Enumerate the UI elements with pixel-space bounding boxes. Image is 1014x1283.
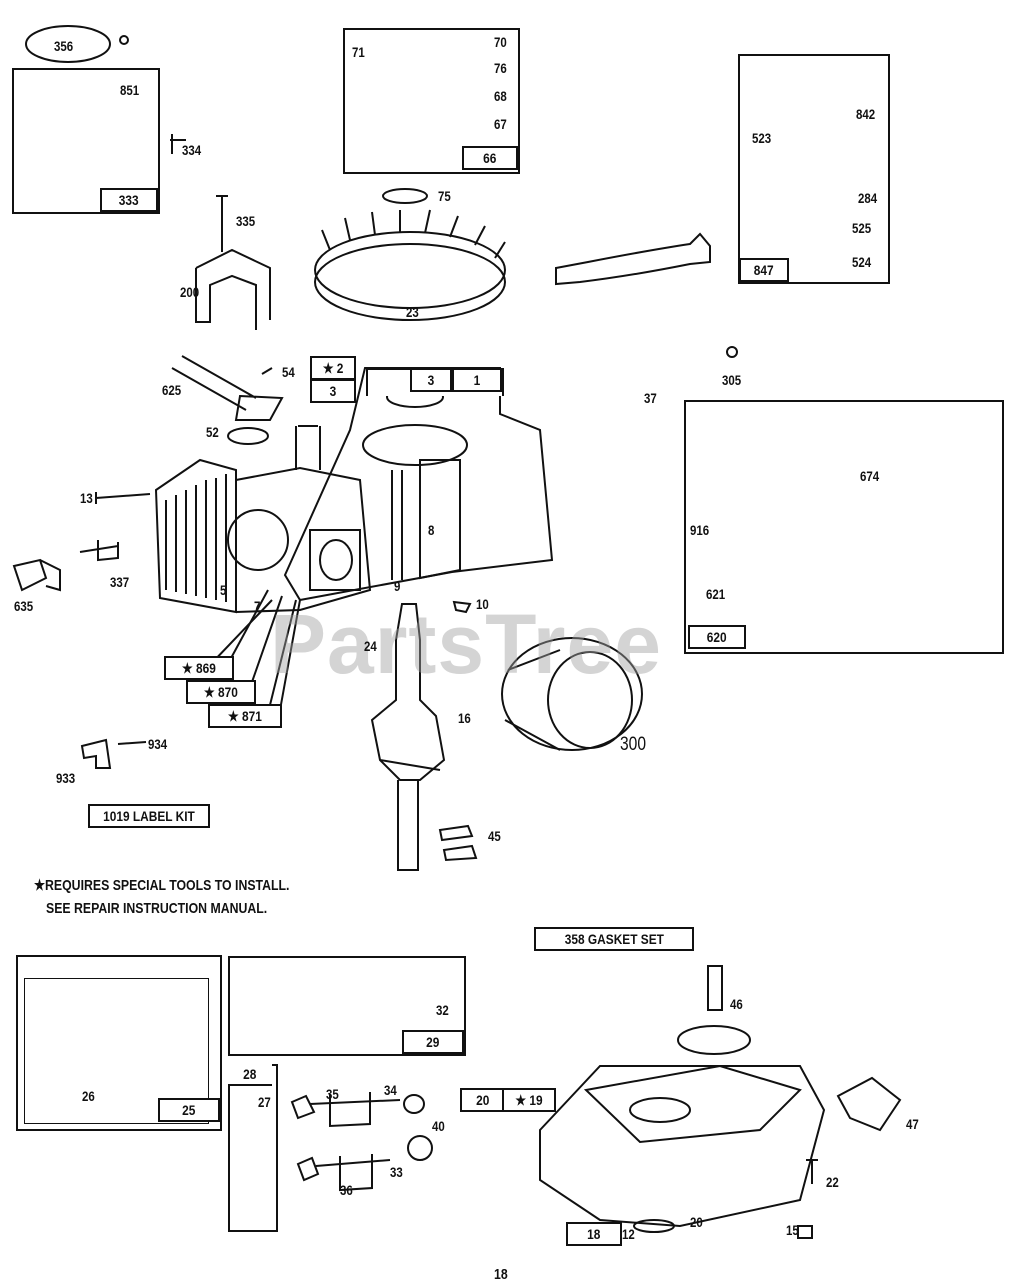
callout-34: 34 [384,1082,397,1098]
tag-847: 847 [739,258,789,282]
callout-5: 5 [220,582,227,598]
callout-305: 305 [722,372,742,388]
callout-33: 33 [390,1164,403,1180]
tag-871: ★ 871 [208,704,282,728]
bracket-drawing [195,248,271,330]
callout-13: 13 [80,490,93,506]
special-tools-note-line1: ★REQUIRES SPECIAL TOOLS TO INSTALL. [34,877,290,894]
callout-851: 851 [120,82,140,98]
callout-45: 45 [488,828,501,844]
callout-300: 300 [620,734,646,755]
tag-19: ★ 19 [502,1088,556,1112]
callout-23: 23 [406,304,419,320]
oil-sump-drawing [539,1065,826,1228]
callout-75: 75 [438,188,451,204]
callout-524: 524 [852,254,872,270]
callout-54: 54 [282,364,295,380]
callout-71: 71 [352,44,365,60]
valve-drawing [290,1094,401,1120]
callout-15: 15 [786,1222,799,1238]
tag-869: ★ 869 [164,656,234,680]
callout-916: 916 [690,522,710,538]
callout-47: 47 [906,1116,919,1132]
callout-334: 334 [182,142,202,158]
callout-32: 32 [436,1002,449,1018]
tag-2: ★ 2 [310,356,356,380]
cylinder-head-drawing [154,458,237,614]
callout-76: 76 [494,60,507,76]
elbow-fitting-drawing [12,558,61,592]
callout-37: 37 [644,390,657,406]
air-filter-drawing [501,637,643,751]
label-kit-tag: 1019 LABEL KIT [88,804,210,828]
page-number: 18 [494,1266,508,1283]
callout-12: 12 [622,1226,635,1242]
callout-52: 52 [206,424,219,440]
callout-24: 24 [364,638,377,654]
callout-67: 67 [494,116,507,132]
callout-335: 335 [236,213,256,229]
flywheel-drawing [314,231,506,309]
callout-10: 10 [476,596,489,612]
tag-333: 333 [100,188,158,212]
crankshaft-drawing [370,603,446,781]
tag-28: 28 [228,1064,272,1086]
watermark-text: PartsTree [270,597,662,691]
callout-36: 36 [340,1182,353,1198]
clip-drawing [80,738,112,769]
callout-200: 200 [180,284,200,300]
tag-3b: 3 [310,379,356,403]
tag-620: 620 [688,625,746,649]
tag-20: 20 [460,1088,506,1112]
tag-18: 18 [566,1222,622,1246]
bracket-group-frame [684,400,1004,654]
tag-870: ★ 870 [186,680,256,704]
tag-3a: 3 [410,368,452,392]
intake-pipe-drawing [171,355,284,421]
wire-loop-drawing [25,25,111,63]
callout-356: 356 [54,38,74,54]
callout-35: 35 [326,1086,339,1102]
callout-68: 68 [494,88,507,104]
dipstick-group-frame [738,54,890,284]
callout-9: 9 [394,578,401,594]
callout-523: 523 [752,130,772,146]
callout-621: 621 [706,586,726,602]
gasket-set-tag: 358 GASKET SET [534,927,694,951]
baffle-drawing [555,232,711,286]
callout-22: 22 [826,1174,839,1190]
callout-46: 46 [730,996,743,1012]
special-tools-note-line2: SEE REPAIR INSTRUCTION MANUAL. [46,900,268,917]
pin-group-frame [228,1064,278,1232]
callout-16: 16 [458,710,471,726]
tag-25: 25 [158,1098,220,1122]
callout-8: 8 [428,522,435,538]
callout-27: 27 [258,1094,271,1110]
callout-26: 26 [82,1088,95,1104]
callout-40: 40 [432,1118,445,1134]
callout-7: 7 [254,598,261,614]
callout-70: 70 [494,34,507,50]
callout-525: 525 [852,220,872,236]
callout-337: 337 [110,574,130,590]
tag-1: 1 [452,368,502,392]
callout-20b: 20 [690,1214,703,1230]
callout-284: 284 [858,190,878,206]
callout-842: 842 [856,106,876,122]
callout-934: 934 [148,736,168,752]
tag-29: 29 [402,1030,464,1054]
callout-625: 625 [162,382,182,398]
callout-635: 635 [14,598,34,614]
tag-66: 66 [462,146,518,170]
callout-933: 933 [56,770,76,786]
callout-674: 674 [860,468,880,484]
